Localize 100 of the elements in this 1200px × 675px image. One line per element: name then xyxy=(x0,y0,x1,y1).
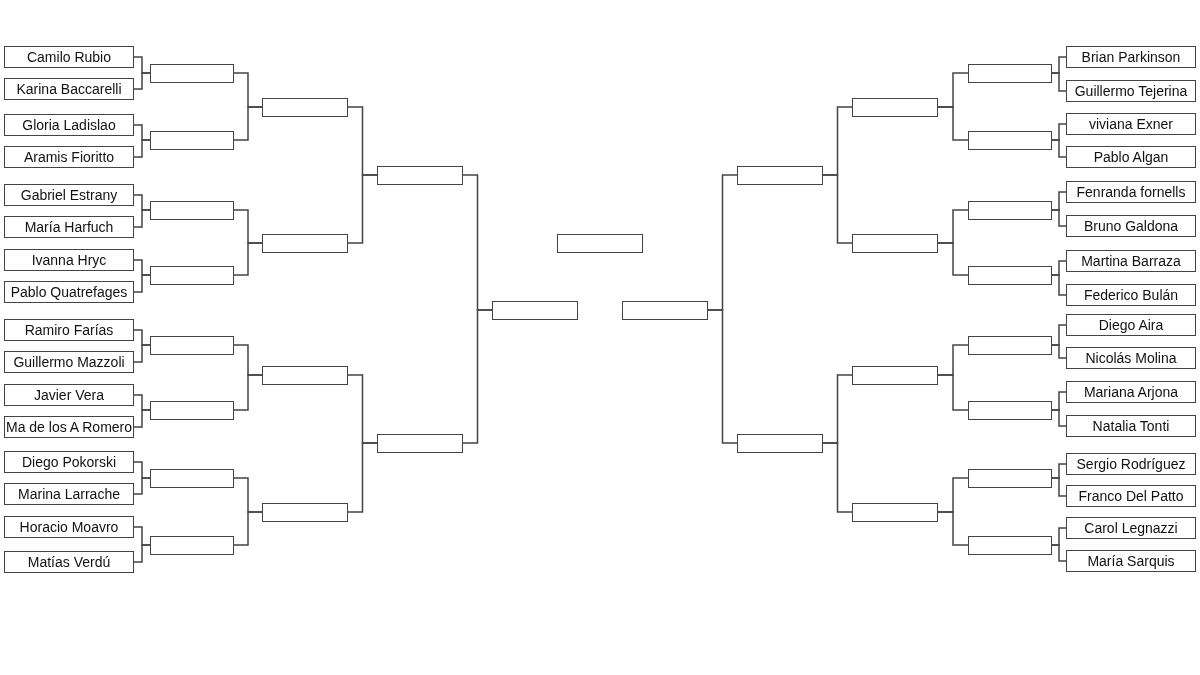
empty-bracket-box xyxy=(622,300,708,320)
player-name: Diego Aira xyxy=(1098,317,1164,333)
player-name: Nicolás Molina xyxy=(1085,350,1177,366)
bracket-line xyxy=(1051,477,1067,497)
name-box xyxy=(4,551,134,573)
name-box xyxy=(4,249,134,271)
player-name: Franco Del Patto xyxy=(1078,488,1184,504)
name-box xyxy=(1066,550,1196,572)
empty-bracket-box xyxy=(968,535,1052,555)
player-name: Brian Parkinson xyxy=(1081,49,1181,65)
bracket-line xyxy=(1051,544,1067,562)
empty-bracket-box xyxy=(968,200,1052,220)
bracket-line xyxy=(133,544,151,563)
bracket-line xyxy=(822,174,853,244)
player-name: Aramis Fioritto xyxy=(23,149,115,165)
name-box xyxy=(1066,517,1196,539)
name-box xyxy=(4,351,134,373)
player-name: Sergio Rodríguez xyxy=(1076,456,1186,472)
empty-bracket-box xyxy=(150,400,234,420)
bracket-line xyxy=(462,309,493,444)
player-name: Horacio Moavro xyxy=(19,519,119,535)
name-box xyxy=(1066,415,1196,437)
bracket-line xyxy=(233,106,263,141)
bracket-line xyxy=(233,242,263,276)
bracket-line xyxy=(133,344,151,363)
name-box xyxy=(4,384,134,406)
player-name: Federico Bulán xyxy=(1083,287,1179,303)
bracket-line xyxy=(1051,139,1067,158)
bracket-line xyxy=(133,477,151,495)
player-name: Bruno Galdona xyxy=(1083,218,1179,234)
name-box xyxy=(4,184,134,206)
player-name: Pablo Quatrefages xyxy=(10,284,128,300)
player-name: Matías Verdú xyxy=(27,554,111,570)
empty-bracket-box xyxy=(150,200,234,220)
name-box xyxy=(4,78,134,100)
bracket-line xyxy=(133,139,151,158)
name-box xyxy=(4,216,134,238)
empty-bracket-box xyxy=(262,97,348,117)
bracket-line xyxy=(133,209,151,228)
player-name: Mariana Arjona xyxy=(1083,384,1179,400)
empty-bracket-box xyxy=(377,433,463,453)
player-name: Ivanna Hryc xyxy=(31,252,107,268)
name-box xyxy=(1066,46,1196,68)
bracket-line xyxy=(347,174,378,244)
empty-bracket-box xyxy=(557,233,643,253)
bracket-line xyxy=(347,442,378,513)
name-box xyxy=(4,483,134,505)
name-box xyxy=(1066,215,1196,237)
bracket-line xyxy=(133,72,151,90)
empty-bracket-box xyxy=(968,265,1052,285)
empty-bracket-box xyxy=(150,535,234,555)
name-box xyxy=(1066,250,1196,272)
name-box xyxy=(4,114,134,136)
bracket-line xyxy=(822,442,853,513)
player-name: Pablo Algan xyxy=(1093,149,1169,165)
empty-bracket-box xyxy=(968,63,1052,83)
player-name: Fenranda fornells xyxy=(1076,184,1186,200)
empty-bracket-box xyxy=(377,165,463,185)
bracket-line xyxy=(1051,274,1067,296)
player-name: Carol Legnazzi xyxy=(1084,520,1178,536)
player-name: Diego Pokorski xyxy=(21,454,117,470)
empty-bracket-box xyxy=(150,63,234,83)
empty-bracket-box xyxy=(737,433,823,453)
player-name: Ramiro Farías xyxy=(24,322,114,338)
empty-bracket-box xyxy=(852,365,938,385)
empty-bracket-box xyxy=(492,300,578,320)
empty-bracket-box xyxy=(852,233,938,253)
player-name: Guillermo Mazzoli xyxy=(13,354,125,370)
name-box xyxy=(4,319,134,341)
name-box xyxy=(1066,146,1196,168)
bracket-line xyxy=(1051,72,1067,92)
bracket-line xyxy=(937,106,969,141)
name-box xyxy=(1066,314,1196,336)
bracket-line xyxy=(937,511,969,546)
empty-bracket-box xyxy=(262,233,348,253)
empty-bracket-box xyxy=(150,265,234,285)
name-box xyxy=(1066,453,1196,475)
player-name: Natalia Tonti xyxy=(1092,418,1170,434)
name-box xyxy=(1066,347,1196,369)
player-name: María Sarquis xyxy=(1087,553,1175,569)
empty-bracket-box xyxy=(968,130,1052,150)
empty-bracket-box xyxy=(737,165,823,185)
name-box xyxy=(4,281,134,303)
player-name: Martina Barraza xyxy=(1081,253,1181,269)
name-box xyxy=(1066,113,1196,135)
bracket-line xyxy=(937,374,969,411)
empty-bracket-box xyxy=(968,468,1052,488)
player-name: Marina Larrache xyxy=(18,486,120,502)
bracket-line xyxy=(233,374,263,411)
name-box xyxy=(1066,80,1196,102)
player-name: Ma de los A Romero xyxy=(5,419,133,435)
bracket-line xyxy=(133,274,151,293)
bracket-line xyxy=(1051,344,1067,359)
name-box xyxy=(1066,284,1196,306)
player-name: Gloria Ladislao xyxy=(22,117,116,133)
bracket-line xyxy=(707,309,738,444)
player-name: Javier Vera xyxy=(33,387,104,403)
bracket-line xyxy=(1051,209,1067,227)
empty-bracket-box xyxy=(852,97,938,117)
name-box xyxy=(4,516,134,538)
